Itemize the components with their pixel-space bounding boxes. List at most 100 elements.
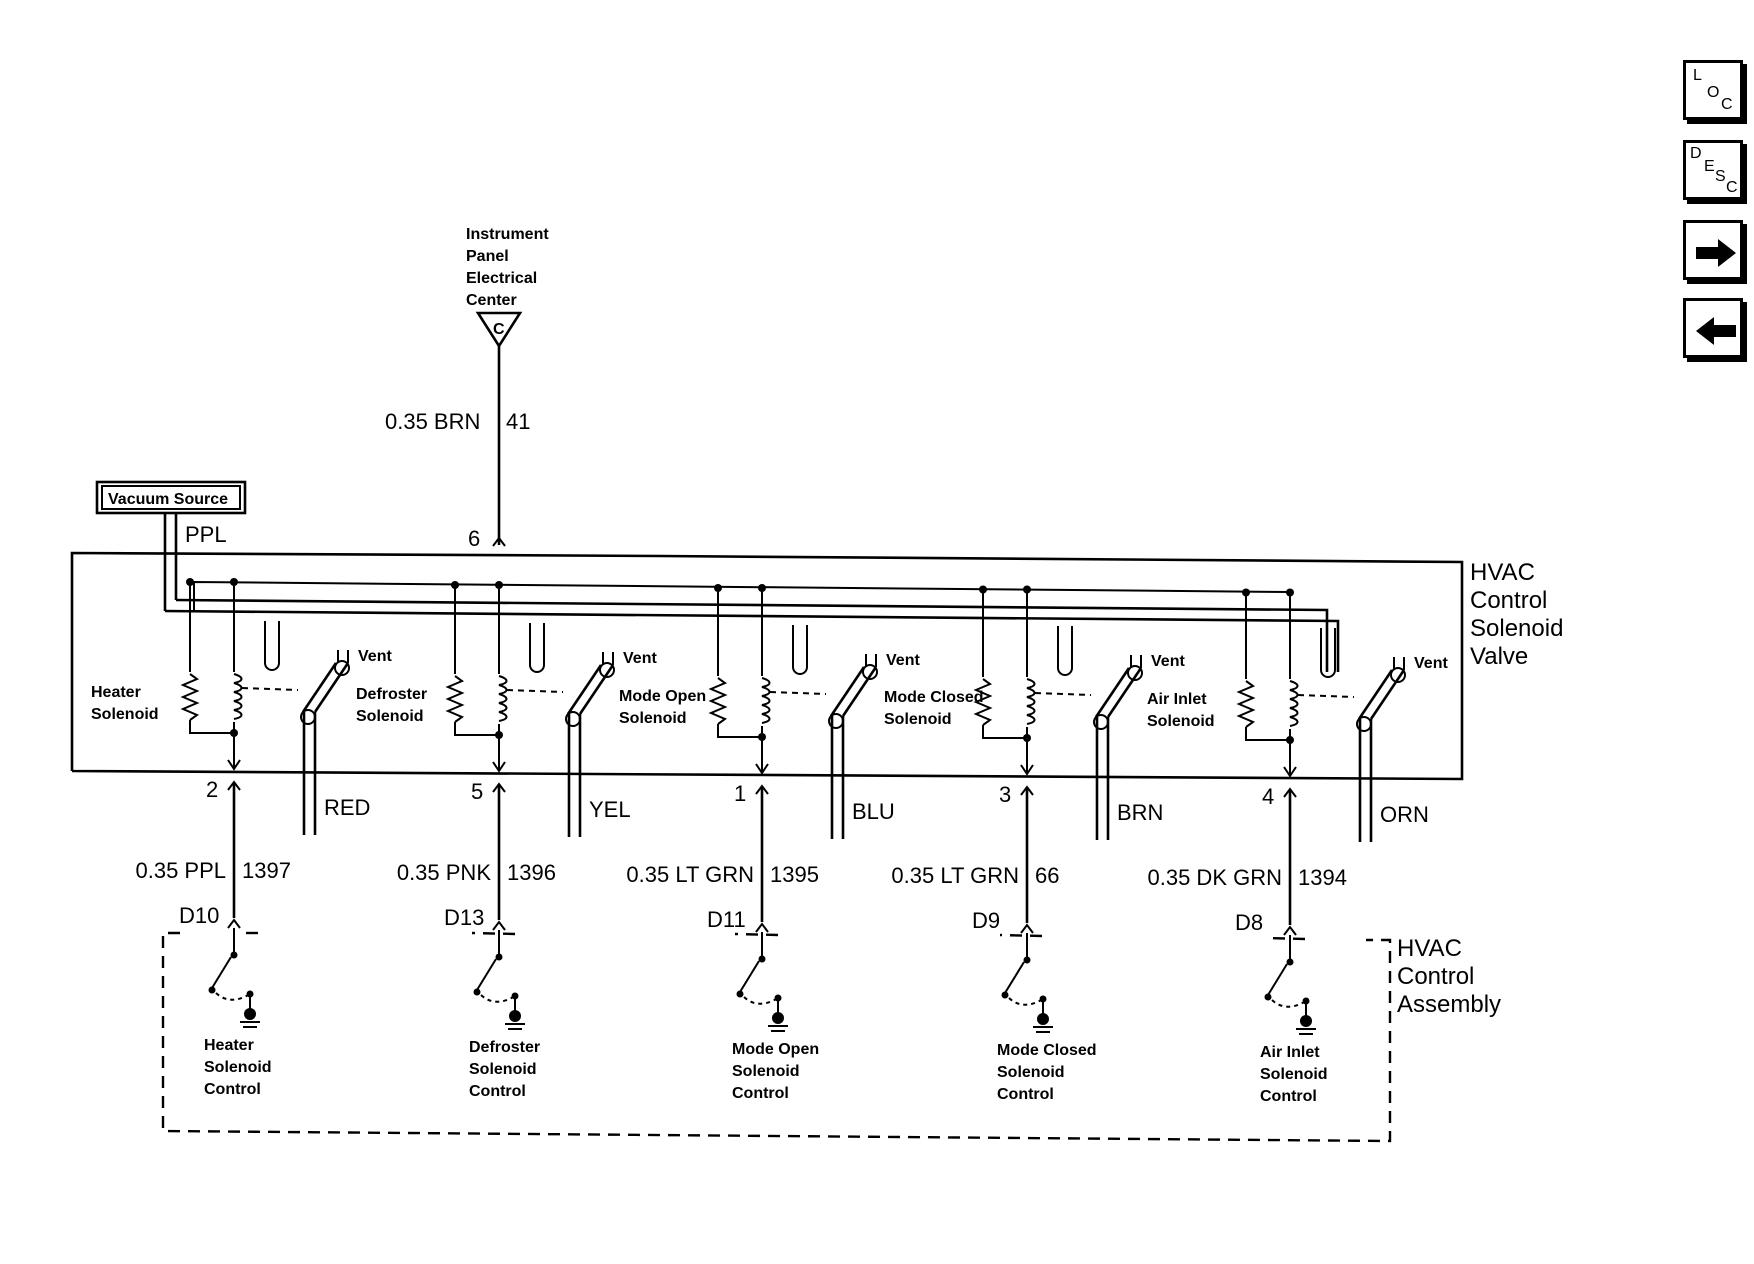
vacuum-hose-label: PPL: [185, 522, 227, 547]
resistor-icon: [182, 673, 198, 721]
switch-contact: [1039, 995, 1047, 1003]
control-label: Solenoid: [204, 1059, 272, 1076]
switch-contact: [1286, 958, 1294, 966]
vacuum-port: [264, 621, 280, 671]
junction-dot: [495, 731, 503, 739]
switch-link: [1271, 999, 1307, 1008]
valve-seat: [1390, 667, 1406, 683]
desc-letter: D: [1690, 145, 1702, 162]
mechanical-link: [769, 691, 827, 695]
circuit-number: 41: [506, 409, 530, 434]
control-label: Control: [732, 1085, 789, 1102]
switch-link: [743, 996, 779, 1005]
valve-seat: [1127, 665, 1143, 681]
prev-page-button[interactable]: [1683, 298, 1743, 358]
vacuum-port: [792, 625, 808, 675]
coil-icon: [498, 675, 508, 722]
switch-blade: [476, 958, 497, 991]
wire: [717, 724, 762, 738]
loc-button[interactable]: L O C: [1683, 60, 1743, 120]
valve-plunger: [301, 662, 338, 713]
valve-plunger: [1357, 669, 1394, 720]
vacuum-source: Vacuum Source PPL: [95, 480, 247, 611]
switch-contact: [736, 990, 744, 998]
connector-icon: [492, 920, 506, 931]
arrow-icon: [227, 759, 241, 771]
connector-label: D13: [444, 905, 484, 930]
wire-label: 0.35 BRN: [385, 409, 480, 434]
loc-letter: C: [1721, 96, 1733, 113]
junction-dot: [758, 584, 766, 592]
mechanical-link: [506, 689, 564, 693]
wire-label: 0.35 DK GRN: [1148, 865, 1283, 890]
hvac-wiring-diagram: Instrument Panel Electrical Center C 0.3…: [70, 226, 1563, 1143]
valve-plunger: [829, 666, 866, 717]
mechanical-link: [1034, 692, 1092, 696]
connector-label: D11: [707, 907, 746, 932]
switch-contact: [473, 988, 481, 996]
valve-label: Valve: [1470, 643, 1528, 670]
junction-dot: [451, 581, 459, 589]
switch-blade: [1267, 963, 1288, 996]
valve-plunger: [566, 664, 603, 715]
switch-link: [215, 992, 251, 1001]
coil-icon: [761, 677, 771, 724]
coil-icon: [1026, 678, 1036, 725]
junction-dot: [979, 585, 987, 594]
solenoid-valve-housing: HVAC Control Solenoid Valve: [70, 551, 1563, 781]
resistor-icon: [1238, 680, 1254, 728]
valve-seat: [828, 713, 844, 729]
fuse-terminal-icon: [475, 311, 523, 349]
wire-label: 0.35 PNK: [397, 860, 491, 885]
next-page-button[interactable]: [1683, 220, 1743, 280]
control-label: Solenoid: [469, 1061, 537, 1078]
valve-label: Control: [1470, 587, 1547, 614]
power-source: Instrument Panel Electrical Center C 0.3…: [385, 226, 549, 551]
solenoid-label: Mode Open: [619, 688, 706, 705]
valve-plunger: [1094, 667, 1131, 718]
control-label: Mode Closed: [997, 1042, 1097, 1059]
switch-blade: [739, 960, 760, 993]
solenoid-label: Solenoid: [91, 706, 159, 723]
connector-icon: [755, 922, 769, 933]
arrow-right-icon: [1696, 239, 1736, 267]
control-label: Defroster: [469, 1039, 540, 1056]
vacuum-manifold: [164, 598, 1340, 672]
switch-contact: [230, 951, 238, 959]
source-label: Center: [466, 292, 517, 309]
wire: [189, 720, 234, 734]
switch-link: [480, 994, 516, 1003]
ground-icon: [509, 1010, 521, 1022]
vacuum-port: [1057, 626, 1073, 676]
valve-seat: [1356, 716, 1372, 732]
connector-label: D8: [1235, 910, 1263, 935]
junction-dot: [1023, 585, 1031, 594]
control-assembly-housing: HVAC Control Assembly: [161, 931, 1501, 1143]
solenoid-label: Solenoid: [1147, 713, 1215, 730]
connector-icon: [227, 918, 241, 929]
control-label: Air Inlet: [1260, 1044, 1320, 1061]
terminal-label: C: [493, 321, 505, 338]
junction-dot: [1286, 588, 1294, 597]
solenoid-label: Heater: [91, 684, 141, 701]
solenoid-label: Solenoid: [884, 711, 952, 728]
desc-button[interactable]: D E S C: [1683, 140, 1743, 200]
control-label: Solenoid: [732, 1063, 800, 1080]
control-label: Control: [469, 1083, 526, 1100]
connector-icon: [1020, 923, 1034, 934]
control-label: Solenoid: [997, 1064, 1065, 1081]
vacuum-port: [529, 623, 545, 673]
junction-dot: [230, 729, 238, 737]
arrow-icon: [1283, 766, 1297, 778]
wire-label: 0.35 LT GRN: [626, 862, 754, 887]
control-label: Solenoid: [1260, 1066, 1328, 1083]
junction-dot: [1286, 736, 1294, 744]
wire-label: 0.35 PPL: [135, 858, 226, 883]
assembly-label: Assembly: [1397, 991, 1501, 1018]
arrow-left-icon: [1696, 317, 1736, 345]
circuit-number: 1397: [242, 858, 291, 883]
